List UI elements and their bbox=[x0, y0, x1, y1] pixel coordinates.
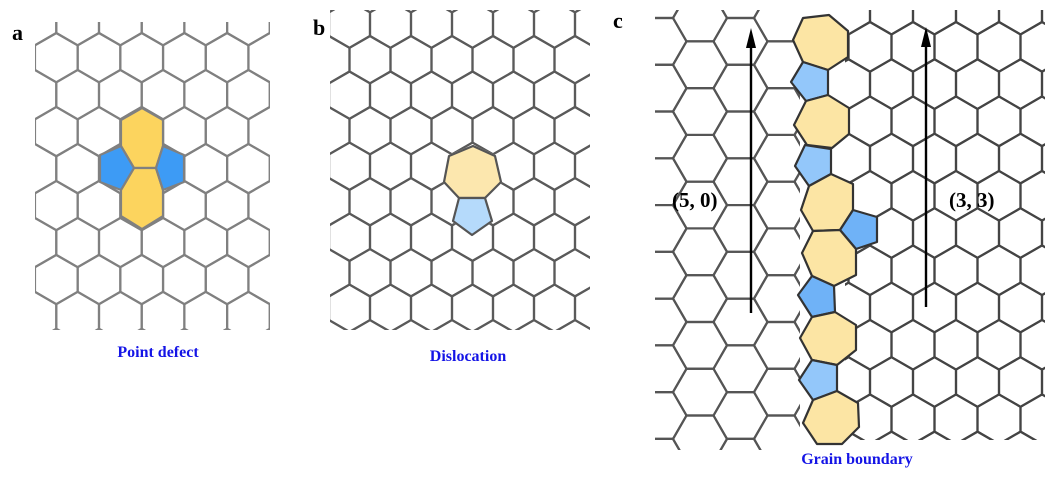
panel-label-c: c bbox=[613, 8, 623, 33]
caption-point-defect: Point defect bbox=[117, 344, 199, 361]
point-defect-lattice bbox=[35, 22, 270, 330]
heptagon-ring bbox=[791, 13, 850, 72]
heptagon-ring bbox=[798, 310, 858, 367]
lattice-vector-arrows bbox=[746, 27, 931, 313]
heptagon-ring bbox=[442, 144, 503, 200]
heptagon-ring bbox=[801, 389, 861, 446]
heptagon-ring bbox=[800, 228, 858, 288]
pentagon-ring bbox=[789, 60, 830, 103]
pentagon-ring bbox=[451, 196, 494, 237]
panel-label-a: a bbox=[12, 20, 23, 45]
pentagon-ring bbox=[154, 144, 186, 192]
vector-label-3-3: (3, 3) bbox=[949, 188, 995, 212]
arrowhead-icon bbox=[921, 27, 931, 47]
vector-label-5-0: (5, 0) bbox=[672, 188, 718, 212]
caption-dislocation: Dislocation bbox=[429, 348, 507, 365]
point-defect-rings bbox=[98, 106, 186, 231]
grain-right-lattice bbox=[845, 10, 1045, 440]
caption-grain-boundary: Grain boundary bbox=[801, 451, 913, 468]
arrowhead-icon bbox=[746, 28, 756, 48]
heptagon-ring bbox=[792, 93, 851, 150]
grain-boundary-rings bbox=[789, 13, 879, 446]
pentagon-ring bbox=[98, 144, 136, 192]
dislocation-lattice bbox=[330, 10, 590, 330]
panel-label-b: b bbox=[313, 15, 326, 40]
grain-left-lattice bbox=[655, 10, 800, 450]
dislocation-rings bbox=[442, 144, 503, 237]
